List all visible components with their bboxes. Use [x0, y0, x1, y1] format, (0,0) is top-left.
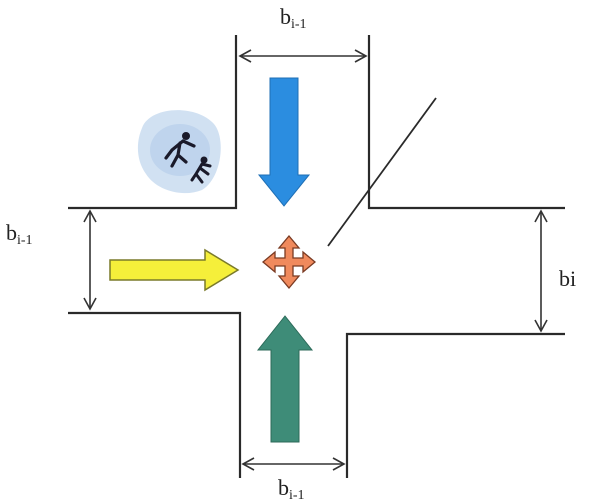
road-edge-bottom-left — [68, 311, 242, 478]
width-label-bottom-sub: i-1 — [289, 488, 305, 503]
dimension-bottom — [241, 457, 346, 471]
width-label-top: bi-1 — [280, 6, 307, 32]
width-label-left-base: b — [6, 220, 17, 245]
road-edge-bottom-right — [345, 332, 565, 478]
dimension-left — [83, 209, 97, 311]
arrow-down-blue — [257, 77, 311, 207]
road-edge-top-right — [367, 35, 565, 210]
arrow-right-yellow — [109, 248, 240, 292]
pedestrians-icon — [137, 110, 221, 194]
diagonal-line — [327, 97, 437, 247]
width-label-bottom-base: b — [278, 475, 289, 500]
width-label-left: bi-1 — [6, 222, 33, 248]
width-label-top-base: b — [280, 4, 291, 29]
arrow-up-green — [256, 315, 314, 443]
dimension-lines — [83, 49, 548, 471]
width-label-left-sub: i-1 — [17, 233, 33, 248]
width-label-top-sub: i-1 — [291, 17, 307, 32]
road-edge-top-left — [68, 35, 238, 210]
width-label-right: bi — [559, 268, 576, 294]
road-edges — [68, 35, 565, 478]
width-label-bottom: bi-1 — [278, 477, 305, 503]
four-way-arrow-icon — [261, 234, 317, 290]
width-label-right-base: bi — [559, 266, 577, 291]
dimension-right — [534, 209, 548, 333]
dimension-top — [238, 49, 368, 63]
